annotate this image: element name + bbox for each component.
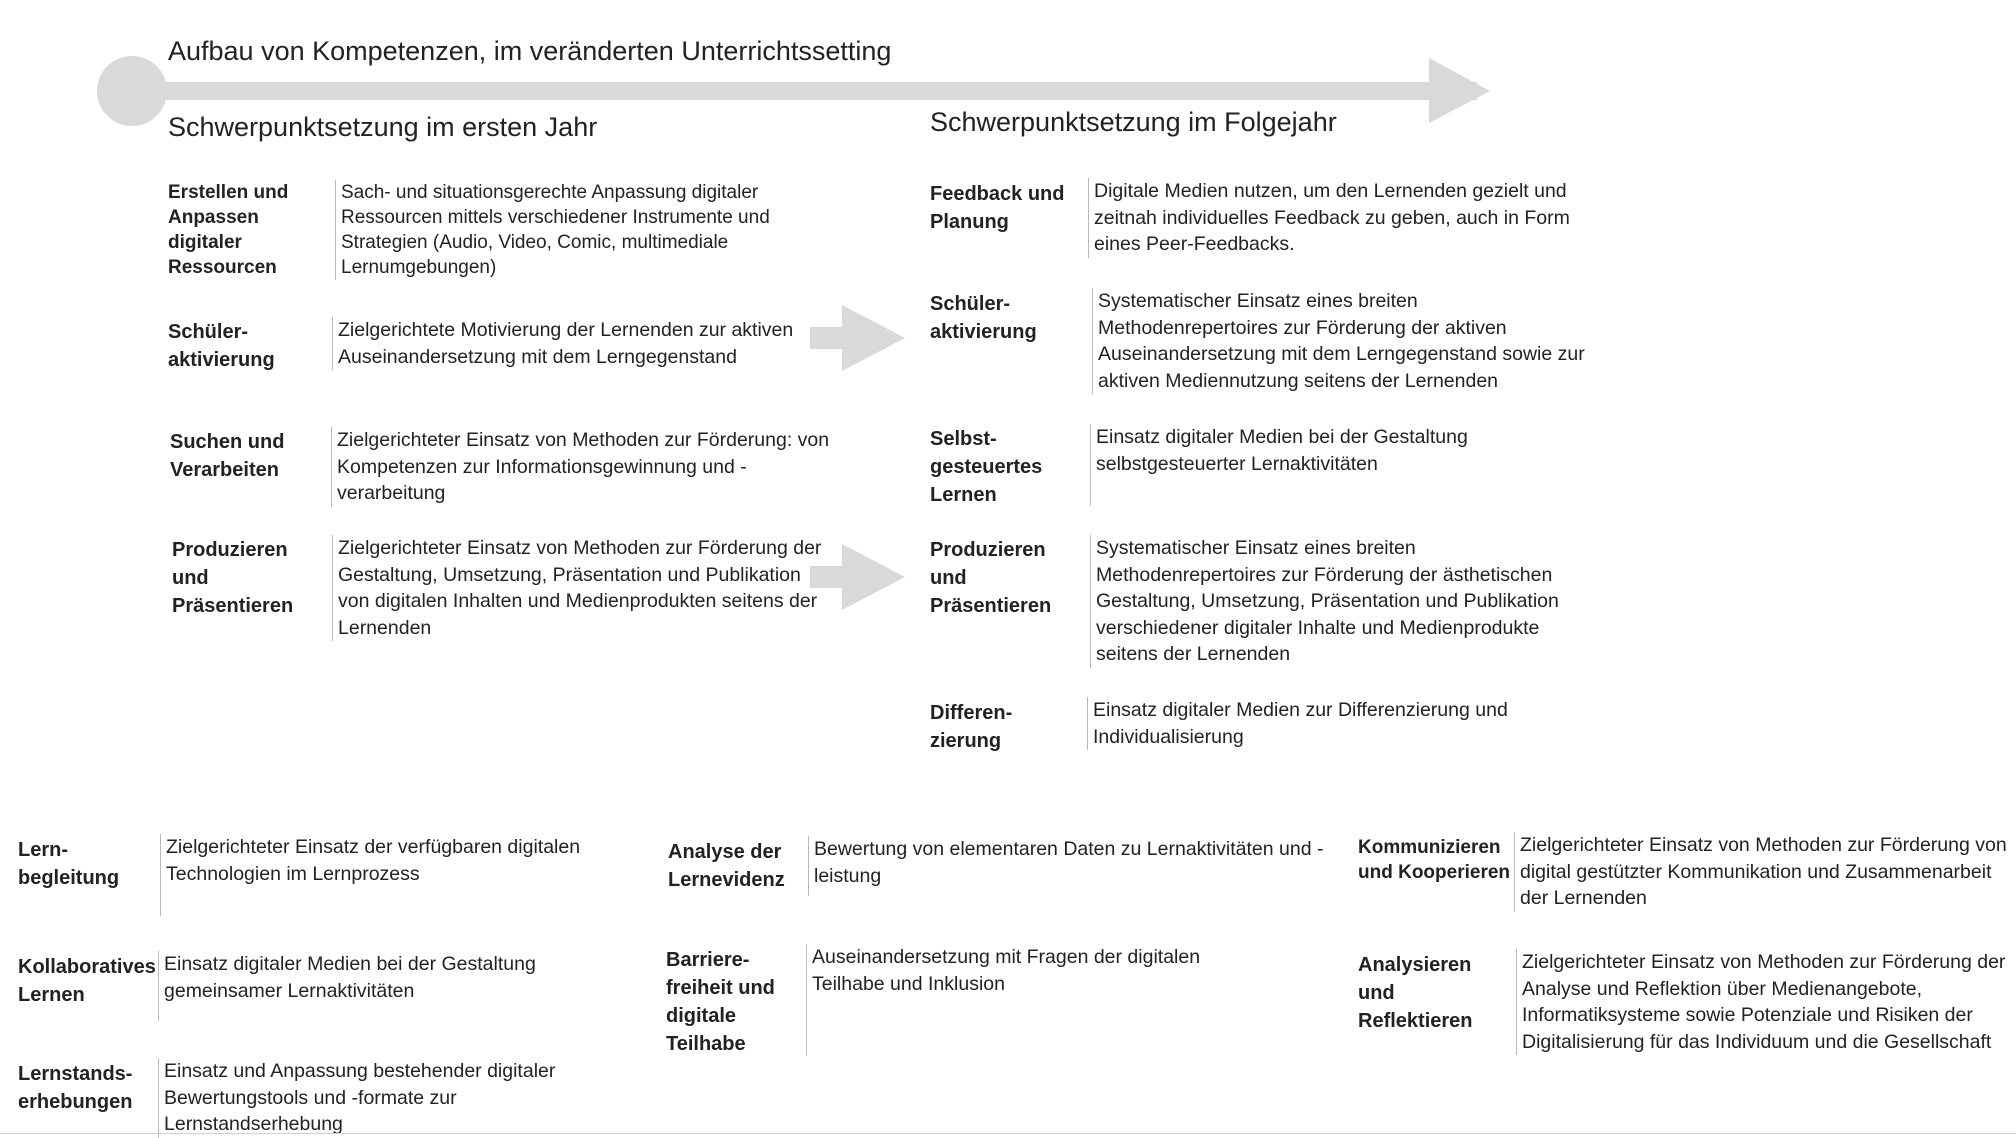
- next-year-heading: Schwerpunktsetzung im Folgejahr: [930, 107, 1337, 137]
- fy-item-text-resources: Sach- und situationsgerechte Anpassung d…: [335, 180, 811, 280]
- bottom-text-evidence-analysis: Bewertung von elementaren Daten zu Lerna…: [808, 836, 1324, 896]
- transition-arrow-production: [810, 544, 905, 610]
- transition-arrow-activation: [810, 305, 905, 371]
- bottom-text-analysis-reflection: Zielgerichteter Einsatz von Methoden zur…: [1516, 949, 2010, 1055]
- bottom-text-collaborative: Einsatz digitaler Medien bei der Gestalt…: [158, 951, 594, 1021]
- ny-item-text-activation: Systematischer Einsatz eines breiten Met…: [1092, 288, 1588, 394]
- ny-item-label-feedback: Feedback und Planung: [930, 183, 1065, 233]
- fy-item-label-activation: Schüler-aktivierung: [168, 321, 275, 371]
- ny-item-text-production: Systematischer Einsatz eines breiten Met…: [1090, 535, 1596, 668]
- first-year-heading: Schwerpunktsetzung im ersten Jahr: [168, 112, 598, 142]
- timeline-shaft: [132, 82, 1477, 100]
- ny-item-text-feedback: Digitale Medien nutzen, um den Lernenden…: [1088, 178, 1594, 258]
- ny-item-label-self-directed: Selbst-gesteuertes Lernen: [930, 428, 1043, 506]
- bottom-label-evidence-analysis: Analyse der Lernevidenz: [668, 841, 785, 891]
- diagram-title: Aufbau von Kompetenzen, im veränderten U…: [168, 36, 892, 66]
- bottom-label-communication: Kommunizieren und Kooperieren: [1358, 837, 1511, 883]
- fy-item-text-activation: Zielgerichtete Motivierung der Lernenden…: [332, 317, 798, 370]
- bottom-label-assessment: Lernstands-erhebungen: [18, 1063, 133, 1113]
- bottom-border: [0, 1133, 2016, 1134]
- bottom-text-accessibility: Auseinandersetzung mit Fragen der digita…: [806, 944, 1242, 1056]
- timeline-arrow: [97, 56, 1490, 126]
- ny-item-text-self-directed: Einsatz digitaler Medien bei der Gestalt…: [1090, 424, 1536, 506]
- fy-item-text-search: Zielgerichteter Einsatz von Methoden zur…: [331, 427, 842, 507]
- ny-item-label-activation: Schüler-aktivierung: [930, 293, 1037, 343]
- ny-item-label-differentiation: Differen-zierung: [930, 702, 1013, 752]
- bottom-label-learning-support: Lern-begleitung: [18, 839, 120, 889]
- bottom-label-accessibility: Barriere-freiheit und digitale Teilhabe: [666, 949, 775, 1055]
- bottom-label-analysis-reflection: Analysieren und Reflektieren: [1358, 954, 1473, 1032]
- bottom-label-collaborative: Kollaboratives Lernen: [18, 956, 156, 1006]
- ny-item-label-production: Produzieren und Präsentieren: [930, 539, 1052, 617]
- timeline-arrowhead: [1429, 58, 1490, 123]
- ny-item-text-differentiation: Einsatz digitaler Medien zur Differenzie…: [1087, 697, 1563, 750]
- fy-item-text-production: Zielgerichteter Einsatz von Methoden zur…: [332, 535, 828, 641]
- fy-item-label-search: Suchen und Verarbeiten: [170, 431, 285, 481]
- bottom-text-communication: Zielgerichteter Einsatz von Methoden zur…: [1514, 832, 2010, 912]
- bottom-text-learning-support: Zielgerichteter Einsatz der verfügbaren …: [160, 834, 636, 916]
- fy-item-label-resources: Erstellen und Anpassen digitaler Ressour…: [168, 182, 289, 278]
- fy-item-label-production: Produzieren und Präsentieren: [172, 539, 294, 617]
- bottom-text-assessment: Einsatz und Anpassung bestehender digita…: [158, 1058, 604, 1138]
